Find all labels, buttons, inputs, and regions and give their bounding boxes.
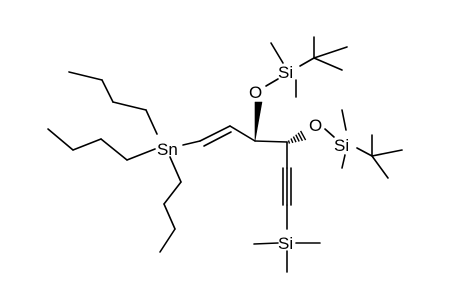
butyl-chain-left bbox=[47, 128, 156, 161]
bond-vinyl-c3 bbox=[229, 125, 256, 142]
hashed-bond-c4-o bbox=[287, 130, 307, 144]
atom-label-si-bottom: Si bbox=[278, 234, 293, 253]
tert-butyl-mid bbox=[356, 134, 403, 179]
bond-c3-c4 bbox=[254, 140, 288, 143]
bond-o-si-top bbox=[265, 78, 279, 87]
bond-sn-vinyl bbox=[182, 140, 201, 146]
tert-butyl-top bbox=[299, 36, 348, 71]
bond-o-si-mid bbox=[324, 128, 335, 138]
double-bond-vinyl bbox=[199, 125, 232, 147]
trimethylsilyl-methyls bbox=[253, 242, 321, 273]
wedge-bond-c3-o bbox=[254, 101, 263, 142]
si-top-methyls bbox=[270, 42, 297, 98]
atom-label-si-mid: Si bbox=[334, 136, 349, 155]
si-mid-methyls bbox=[341, 109, 347, 169]
butyl-chain-bottom bbox=[159, 156, 182, 253]
atom-label-o-mid: O bbox=[309, 116, 322, 135]
atom-label-o-top: O bbox=[249, 83, 262, 102]
triple-bond-alkyne bbox=[282, 167, 292, 206]
atom-label-si-top: Si bbox=[278, 63, 293, 82]
atom-label-sn: Sn bbox=[157, 140, 178, 159]
butyl-chain-top bbox=[68, 71, 158, 135]
